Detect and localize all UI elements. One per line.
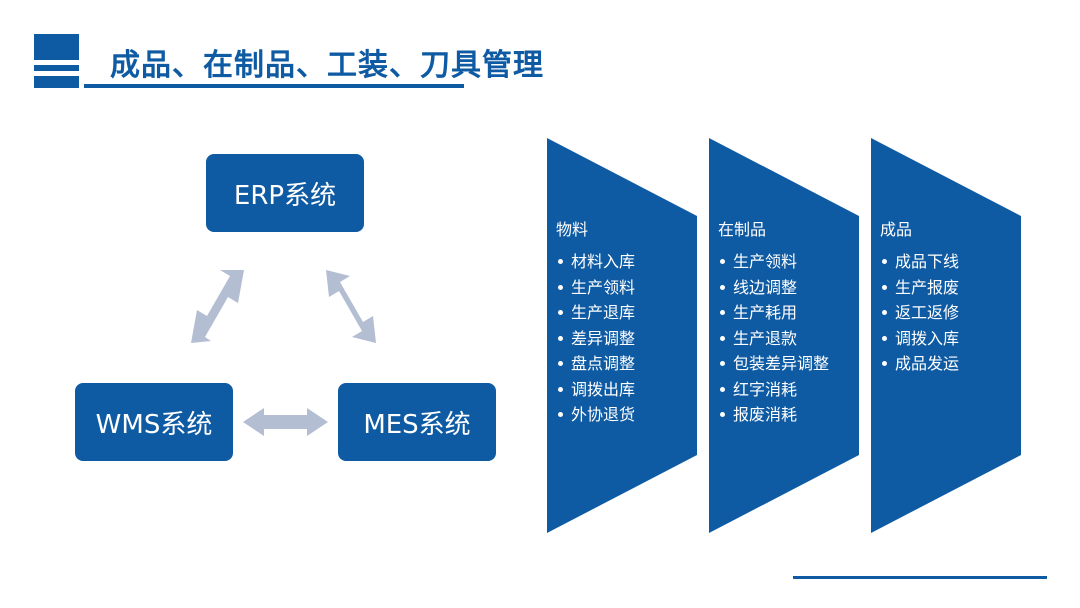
bullet-icon bbox=[882, 335, 887, 341]
list-item: 生产领料 bbox=[556, 275, 635, 301]
bullet-icon bbox=[720, 335, 725, 341]
list-item-label: 成品发运 bbox=[895, 354, 960, 373]
list-item-label: 外协退货 bbox=[571, 405, 636, 424]
panel-item-list: 生产领料 线边调整 生产耗用 生产退款 包装差异调整 红字消耗 报废消耗 bbox=[718, 249, 829, 428]
list-item-label: 材料入库 bbox=[571, 252, 636, 271]
panel-content: 物料 材料入库 生产领料 生产退库 差异调整 盘点调整 调拨出库 外协退货 bbox=[556, 216, 635, 428]
list-item: 报废消耗 bbox=[718, 402, 829, 428]
panel-heading: 物料 bbox=[556, 220, 589, 239]
panel-content: 成品 成品下线 生产报废 返工返修 调拨入库 成品发运 bbox=[880, 216, 959, 377]
list-item: 调拨出库 bbox=[556, 377, 635, 403]
list-item: 生产报废 bbox=[880, 275, 959, 301]
list-item: 包装差异调整 bbox=[718, 351, 829, 377]
bullet-icon bbox=[558, 386, 563, 392]
panel-content: 在制品 生产领料 线边调整 生产耗用 生产退款 包装差异调整 红字消耗 报废消耗 bbox=[718, 216, 829, 428]
panel-chevron-shape bbox=[547, 138, 697, 533]
panel-wip: 在制品 生产领料 线边调整 生产耗用 生产退款 包装差异调整 红字消耗 报废消耗 bbox=[709, 138, 859, 533]
list-item: 红字消耗 bbox=[718, 377, 829, 403]
bullet-icon bbox=[720, 412, 725, 418]
list-item-label: 盘点调整 bbox=[571, 354, 636, 373]
list-item: 差异调整 bbox=[556, 326, 635, 352]
bullet-icon bbox=[882, 259, 887, 265]
title-underline bbox=[84, 84, 464, 88]
panel-item-list: 材料入库 生产领料 生产退库 差异调整 盘点调整 调拨出库 外协退货 bbox=[556, 249, 635, 428]
bullet-icon bbox=[558, 412, 563, 418]
arrow-erp-mes bbox=[326, 270, 376, 343]
list-item: 生产退库 bbox=[556, 300, 635, 326]
list-item-label: 线边调整 bbox=[733, 277, 798, 297]
list-item-label: 报废消耗 bbox=[733, 405, 798, 424]
bullet-icon bbox=[882, 284, 887, 290]
list-item: 材料入库 bbox=[556, 249, 635, 275]
list-item-label: 生产领料 bbox=[571, 277, 636, 297]
list-item: 盘点调整 bbox=[556, 351, 635, 377]
list-item-label: 生产领料 bbox=[733, 252, 798, 271]
logo-bar-middle bbox=[34, 65, 79, 71]
list-item-label: 生产报废 bbox=[895, 277, 960, 297]
bullet-icon bbox=[558, 335, 563, 341]
bullet-icon bbox=[720, 361, 725, 367]
panel-heading: 成品 bbox=[880, 220, 913, 239]
bullet-icon bbox=[558, 284, 563, 290]
bullet-icon bbox=[720, 386, 725, 392]
wms-system-box: WMS系统 bbox=[75, 383, 233, 461]
list-item: 生产耗用 bbox=[718, 300, 829, 326]
list-item-label: 红字消耗 bbox=[733, 379, 798, 399]
bullet-icon bbox=[558, 310, 563, 316]
bullet-icon bbox=[720, 259, 725, 265]
panel-heading: 在制品 bbox=[718, 220, 767, 239]
list-item-label: 返工返修 bbox=[895, 303, 960, 322]
list-item-label: 包装差异调整 bbox=[733, 354, 830, 373]
list-item: 外协退货 bbox=[556, 402, 635, 428]
page-title: 成品、在制品、工装、刀具管理 bbox=[110, 48, 544, 83]
list-item: 生产领料 bbox=[718, 249, 829, 275]
logo-bar-bottom bbox=[34, 76, 79, 88]
panel-chevron-shape bbox=[709, 138, 859, 533]
bullet-icon bbox=[882, 310, 887, 316]
bullet-icon bbox=[720, 284, 725, 290]
list-item-label: 差异调整 bbox=[571, 328, 636, 348]
list-item-label: 调拨出库 bbox=[571, 379, 636, 399]
mes-system-box: MES系统 bbox=[338, 383, 496, 461]
list-item: 成品发运 bbox=[880, 351, 959, 377]
list-item: 线边调整 bbox=[718, 275, 829, 301]
list-item-label: 生产退款 bbox=[733, 328, 798, 348]
erp-system-box: ERP系统 bbox=[206, 154, 364, 232]
arrow-erp-wms bbox=[191, 270, 244, 343]
list-item-label: 成品下线 bbox=[895, 252, 960, 271]
list-item: 调拨入库 bbox=[880, 326, 959, 352]
list-item-label: 调拨入库 bbox=[895, 328, 960, 348]
bullet-icon bbox=[882, 361, 887, 367]
panel-chevron-shape bbox=[871, 138, 1021, 533]
bullet-icon bbox=[558, 361, 563, 367]
bullet-icon bbox=[558, 259, 563, 265]
bullet-icon bbox=[720, 310, 725, 316]
panel-finished-goods: 成品 成品下线 生产报废 返工返修 调拨入库 成品发运 bbox=[871, 138, 1021, 533]
list-item: 生产退款 bbox=[718, 326, 829, 352]
list-item: 返工返修 bbox=[880, 300, 959, 326]
footer-divider bbox=[793, 576, 1047, 579]
list-item-label: 生产耗用 bbox=[733, 303, 798, 322]
list-item-label: 生产退库 bbox=[571, 303, 636, 322]
panel-item-list: 成品下线 生产报废 返工返修 调拨入库 成品发运 bbox=[880, 249, 959, 377]
logo-bar-top bbox=[34, 34, 79, 60]
panel-materials: 物料 材料入库 生产领料 生产退库 差异调整 盘点调整 调拨出库 外协退货 bbox=[547, 138, 697, 533]
logo-mark bbox=[34, 34, 79, 88]
list-item: 成品下线 bbox=[880, 249, 959, 275]
arrow-wms-mes bbox=[243, 408, 328, 436]
